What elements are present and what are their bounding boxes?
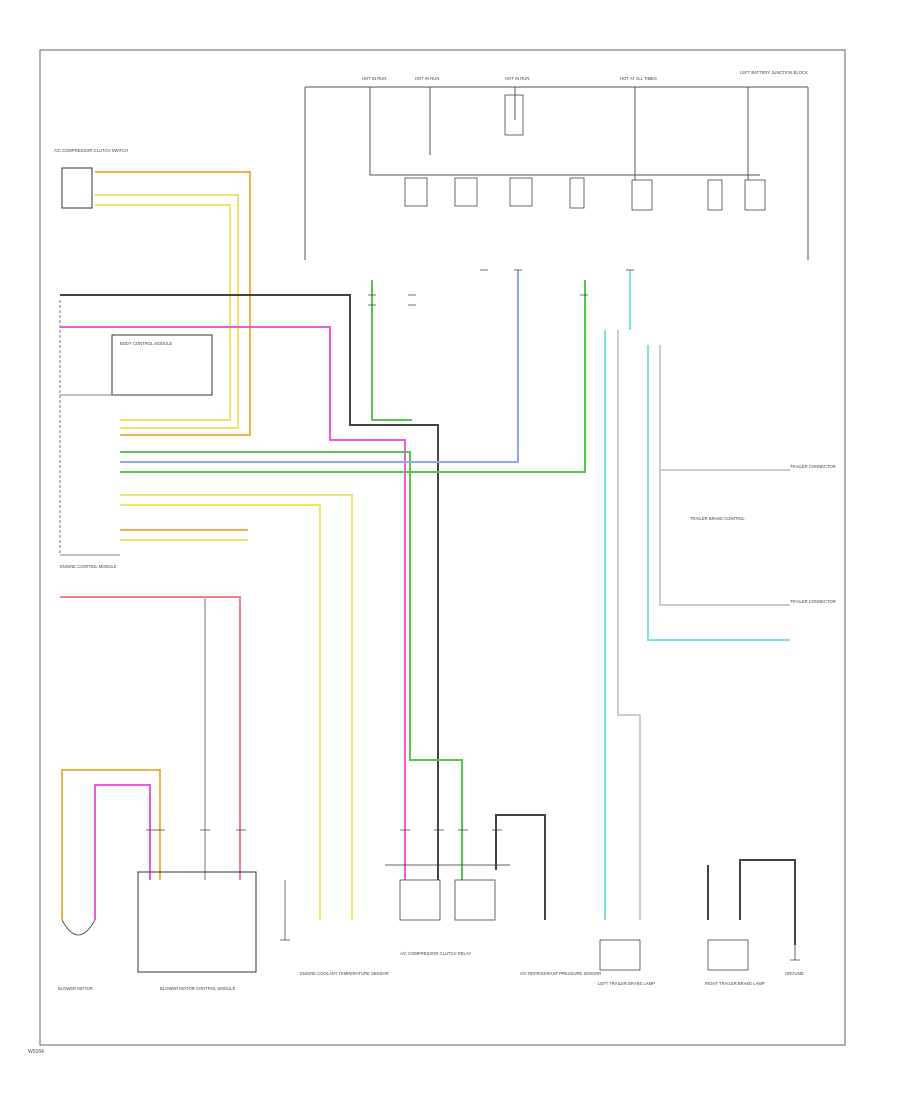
top-power-bus <box>304 86 809 260</box>
wire-magenta-2 <box>94 784 151 920</box>
label-ground: GROUND <box>785 971 804 976</box>
right-label-1: TRAILER CONNECTOR <box>790 464 836 469</box>
svg-text:A/C COMPRESSOR CLUTCH SWITCH: A/C COMPRESSOR CLUTCH SWITCH <box>54 148 128 153</box>
right-label-3: TRAILER CONNECTOR <box>790 599 836 604</box>
right-label-2: TRAILER BRAKE CONTROL <box>690 516 745 521</box>
wire-orange-3 <box>61 769 161 920</box>
blower-control-module-box <box>137 871 257 973</box>
label-blower-motor: BLOWER MOTOR <box>58 986 93 991</box>
label-coolant-sensor: ENGINE COOLANT TEMPERATURE SENSOR <box>300 971 389 976</box>
top-label-2: HOT IN RUN <box>415 76 439 81</box>
blower-motor-symbol <box>61 919 96 936</box>
wire-magenta <box>60 326 406 880</box>
wire-gray-2 <box>617 330 641 920</box>
wires <box>60 171 796 945</box>
wire-black <box>60 294 439 880</box>
wire-black-2 <box>495 814 546 920</box>
wire-green-2 <box>120 280 586 473</box>
body-control-module: BODY CONTROL MODULE <box>59 300 213 556</box>
wire-yellow-3 <box>120 494 353 920</box>
wire-yellow-2 <box>95 204 231 421</box>
top-relays <box>404 94 766 211</box>
ac-switch: A/C COMPRESSOR CLUTCH SWITCH <box>54 148 128 209</box>
top-label-1: HOT IN RUN <box>362 76 386 81</box>
top-label-5: LEFT BATTERY JUNCTION BLOCK <box>740 70 808 75</box>
wire-orange <box>95 171 251 436</box>
wire-black-3 <box>739 859 796 945</box>
wire-gray-3 <box>659 345 790 606</box>
label-pressure-sensor: A/C REFRIGERANT PRESSURE SENSOR <box>520 971 601 976</box>
bottom-lamps <box>280 879 800 971</box>
wire-green-1 <box>120 451 463 880</box>
top-label-4: HOT AT ALL TIMES <box>620 76 657 81</box>
wire-cyan-3 <box>647 345 790 641</box>
wire-yellow-4 <box>120 504 321 920</box>
footer-code: W0164 <box>28 1049 44 1055</box>
wire-red <box>60 596 241 880</box>
svg-text:BODY CONTROL MODULE: BODY CONTROL MODULE <box>120 341 173 346</box>
top-label-3: HOT IN RUN <box>505 76 529 81</box>
label-right-trailer: RIGHT TRAILER BRAKE LAMP <box>705 981 765 986</box>
wire-yellow-1 <box>95 194 239 429</box>
label-left-trailer: LEFT TRAILER BRAKE LAMP <box>598 981 655 986</box>
wire-green-3 <box>371 280 412 421</box>
label-ac-relay: A/C COMPRESSOR CLUTCH RELAY <box>400 951 471 956</box>
diagram-frame <box>39 49 846 1046</box>
engine-control-label: ENGINE CONTROL MODULE <box>60 564 117 569</box>
label-blower-control: BLOWER MOTOR CONTROL MODULE <box>160 986 236 991</box>
wire-blue <box>120 270 519 463</box>
connector-marks <box>146 269 634 866</box>
